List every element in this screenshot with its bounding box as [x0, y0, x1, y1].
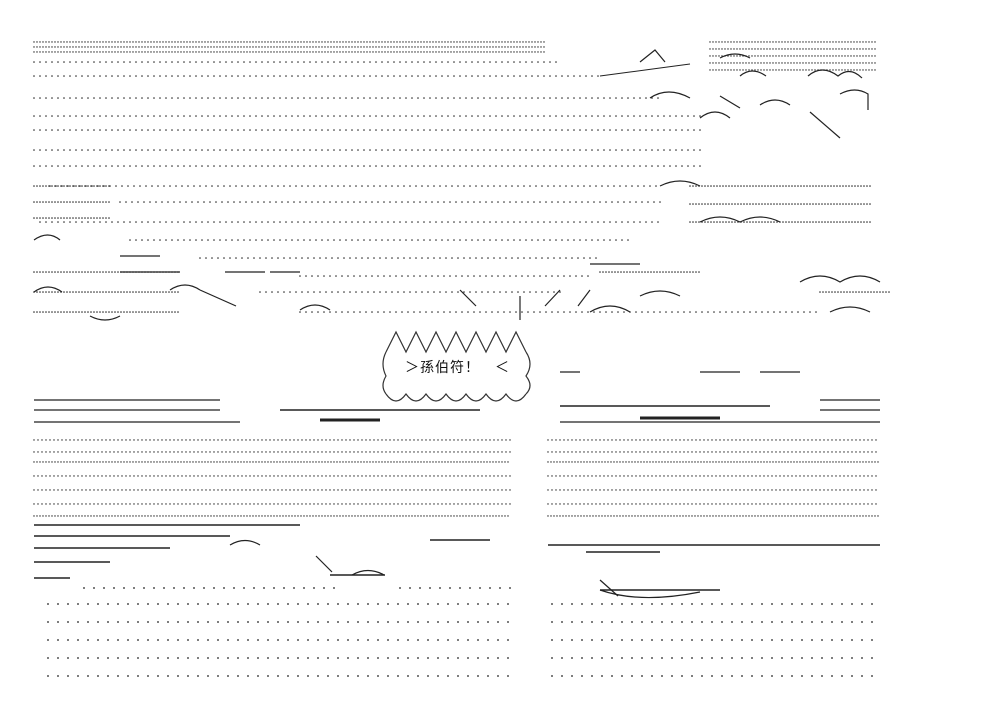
sky-row	[129, 239, 629, 241]
ground-row-left	[47, 639, 509, 641]
right-cluster-row	[689, 203, 871, 205]
ground-row-left	[47, 657, 509, 659]
curl-stroke	[589, 305, 631, 313]
field-row-right	[547, 439, 877, 441]
bird-stroke	[639, 49, 666, 63]
field-row-right	[547, 489, 877, 491]
cloud-arc	[699, 216, 781, 223]
ground-row-left	[47, 621, 509, 623]
field-row-left	[33, 461, 509, 463]
field-curl	[351, 569, 385, 576]
curl-stroke	[33, 234, 61, 241]
cloud-stroke	[719, 95, 741, 109]
left-cluster-row	[33, 201, 110, 203]
field-row-left	[33, 439, 511, 441]
field-row-right	[547, 475, 877, 477]
field-row-right	[547, 451, 877, 453]
ground-row-left	[83, 587, 335, 589]
shout-text: ＞孫伯符！ ＜	[405, 360, 510, 376]
ground-row-right	[551, 639, 873, 641]
field-row-right	[547, 515, 879, 517]
field-curl	[599, 589, 701, 599]
sky-dense-row-right	[709, 55, 876, 57]
sky-row	[33, 61, 557, 63]
cloud-arc	[649, 91, 691, 99]
left-cluster-row	[33, 217, 110, 219]
wind-stroke	[599, 63, 691, 77]
sky-row	[199, 257, 597, 259]
sky-row	[33, 75, 599, 77]
field-curl	[229, 539, 261, 546]
sky-dense-row-right	[709, 69, 876, 71]
right-cluster-row	[689, 185, 871, 187]
cloud-arc	[807, 69, 863, 79]
sky-row	[119, 201, 661, 203]
sky-dense-row	[33, 41, 545, 43]
curl-stroke	[169, 284, 201, 291]
right-cluster-row	[819, 291, 890, 293]
ground-row-right	[551, 675, 873, 677]
curl-stroke	[33, 286, 63, 293]
ground-row-left	[47, 603, 509, 605]
field-diagonal	[599, 579, 619, 597]
sky-row	[299, 311, 817, 313]
cloud-arc	[719, 53, 751, 59]
ground-row-right	[551, 603, 873, 605]
curl-stroke	[639, 290, 681, 297]
field-diagonal	[315, 555, 333, 573]
sky-row	[33, 115, 701, 117]
cloud-arc	[739, 70, 767, 77]
field-row-left	[33, 475, 511, 477]
sky-row	[33, 97, 659, 99]
sky-dense-row-right	[709, 62, 876, 64]
field-row-left	[33, 451, 511, 453]
cloud-arc	[759, 99, 791, 106]
shout-bubble	[382, 330, 531, 402]
sky-row	[49, 185, 657, 187]
sky-dense-row	[33, 46, 545, 48]
cloud-stroke	[809, 111, 841, 139]
ground-row-left	[399, 587, 511, 589]
field-row-left	[33, 503, 511, 505]
sky-row	[39, 221, 659, 223]
sky-dense-row-right	[709, 48, 876, 50]
sky-row	[33, 129, 701, 131]
cloud-arc	[799, 275, 881, 283]
diagonal-stroke	[459, 289, 477, 307]
curl-stroke	[299, 304, 331, 311]
sky-row	[259, 291, 561, 293]
left-cluster-row	[33, 311, 179, 313]
ground-row-left	[47, 675, 509, 677]
diagonal-stroke	[577, 289, 591, 307]
cloud-arc	[659, 180, 701, 187]
right-cluster-row	[599, 271, 700, 273]
sky-row	[33, 165, 701, 167]
cloud-arc	[699, 111, 731, 119]
diagonal-stroke	[544, 289, 561, 307]
field-row-left	[33, 515, 509, 517]
left-cluster-row	[33, 185, 110, 187]
sky-row	[299, 275, 589, 277]
diagonal-stroke	[199, 289, 237, 307]
sky-dense-row	[33, 51, 545, 53]
field-row-right	[547, 503, 877, 505]
cloud-arc	[829, 306, 871, 313]
right-cluster-row	[689, 221, 871, 223]
sky-row	[33, 149, 701, 151]
curl-stroke	[89, 315, 121, 321]
ground-row-right	[551, 621, 873, 623]
field-row-left	[33, 489, 511, 491]
cloud-arc	[839, 89, 869, 110]
left-cluster-row	[33, 291, 179, 293]
field-row-right	[547, 461, 879, 463]
ground-row-right	[551, 657, 873, 659]
sky-dense-row-right	[709, 41, 876, 43]
